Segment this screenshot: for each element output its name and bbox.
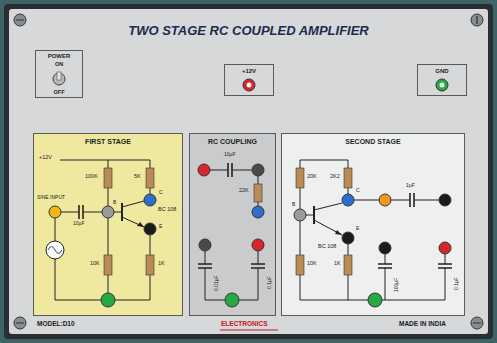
panel-heading: FIRST STAGE: [83, 138, 133, 145]
capacitor-value: 0.1µF: [454, 276, 459, 291]
resistor-value: 2K2: [329, 174, 341, 180]
switch-state: ON: [53, 62, 65, 68]
pin-name: E: [158, 224, 163, 229]
resistor-value: 10K: [306, 261, 318, 267]
transistor-type: BC 108: [157, 207, 177, 213]
switch-state: OFF: [52, 90, 67, 96]
voltage-label: +12V: [38, 155, 53, 161]
maker-logo: ELECTRONICS: [220, 321, 269, 328]
capacitor-value: 100µF: [394, 277, 399, 293]
pin-name: B: [291, 202, 296, 207]
switch-label: POWER: [46, 53, 73, 59]
pin-name: C: [355, 188, 361, 193]
resistor-value: 10K: [89, 261, 101, 267]
supply-terminal-box: +12V: [224, 64, 274, 96]
power-switch-box: POWER ON OFF: [35, 50, 83, 98]
signal-name: SINE INPUT: [36, 195, 66, 200]
pin-name: C: [158, 190, 164, 195]
model-number: MODEL:D10: [36, 321, 76, 328]
resistor-value: 5K: [133, 174, 142, 180]
board-title: TWO STAGE RC COUPLED AMPLIFIER: [0, 24, 497, 37]
capacitor-value: 1µF: [405, 183, 416, 188]
panel-heading: SECOND STAGE: [343, 138, 403, 145]
coupling-panel: RC COUPLING: [189, 133, 276, 316]
terminal-label: GND: [433, 68, 450, 74]
capacitor-value: 10µF: [223, 152, 237, 157]
resistor-value: 22K: [238, 188, 250, 194]
terminal-label: +12V: [240, 68, 258, 74]
resistor-value: 100K: [84, 174, 99, 180]
resistor-value: 1K: [333, 261, 342, 267]
origin-note: MADE IN INDIA: [398, 321, 447, 328]
capacitor-value: 0.01µF: [214, 274, 219, 292]
stage-panel: SECOND STAGE: [281, 133, 465, 316]
capacitor-value: 10µF: [72, 221, 86, 226]
capacitor-value: 0.1µF: [267, 275, 272, 290]
transistor-type: BC 108: [317, 244, 337, 250]
resistor-value: 1K: [157, 261, 166, 267]
panel-heading: RC COUPLING: [206, 138, 259, 145]
resistor-value: 20K: [306, 174, 318, 180]
pin-name: B: [112, 200, 117, 205]
ground-terminal-box: GND: [417, 64, 467, 96]
pin-name: E: [355, 226, 360, 231]
